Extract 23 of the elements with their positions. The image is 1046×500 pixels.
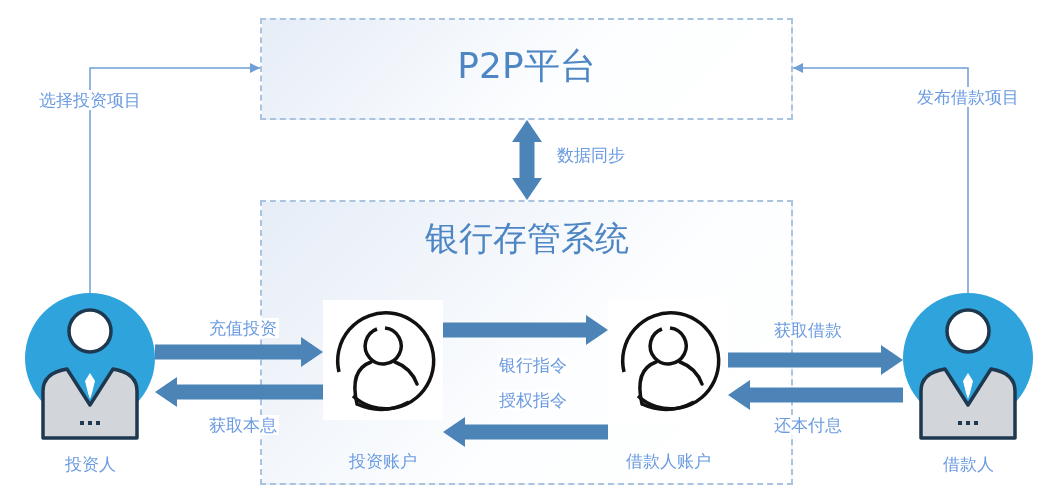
connector-arrow: [89, 63, 261, 294]
edge-label: 授权指令: [497, 390, 569, 410]
block-arrow: [443, 417, 608, 447]
block-arrow: [728, 380, 903, 410]
connector-arrow: [792, 63, 969, 294]
edge-label: 数据同步: [555, 145, 627, 165]
block-arrow: [728, 345, 903, 375]
person-label: 投资人: [63, 453, 117, 476]
block-arrow: [443, 315, 608, 345]
account-label: 借款人账户: [624, 450, 712, 473]
edge-label: 还本付息: [772, 415, 844, 435]
block-arrow: [512, 120, 542, 200]
edge-label: 获取借款: [772, 320, 844, 340]
account-label: 投资账户: [348, 450, 418, 473]
block-arrow: [155, 377, 323, 407]
system-title: P2P平台: [456, 44, 597, 88]
block-arrow: [155, 337, 323, 367]
edge-label: 银行指令: [497, 355, 569, 375]
edge-label: 获取本息: [207, 415, 279, 435]
system-title: 银行存管系统: [423, 217, 630, 260]
edge-label: 充值投资: [207, 318, 279, 338]
dashed-system-box: [260, 18, 793, 120]
person-label: 借款人: [941, 453, 995, 476]
